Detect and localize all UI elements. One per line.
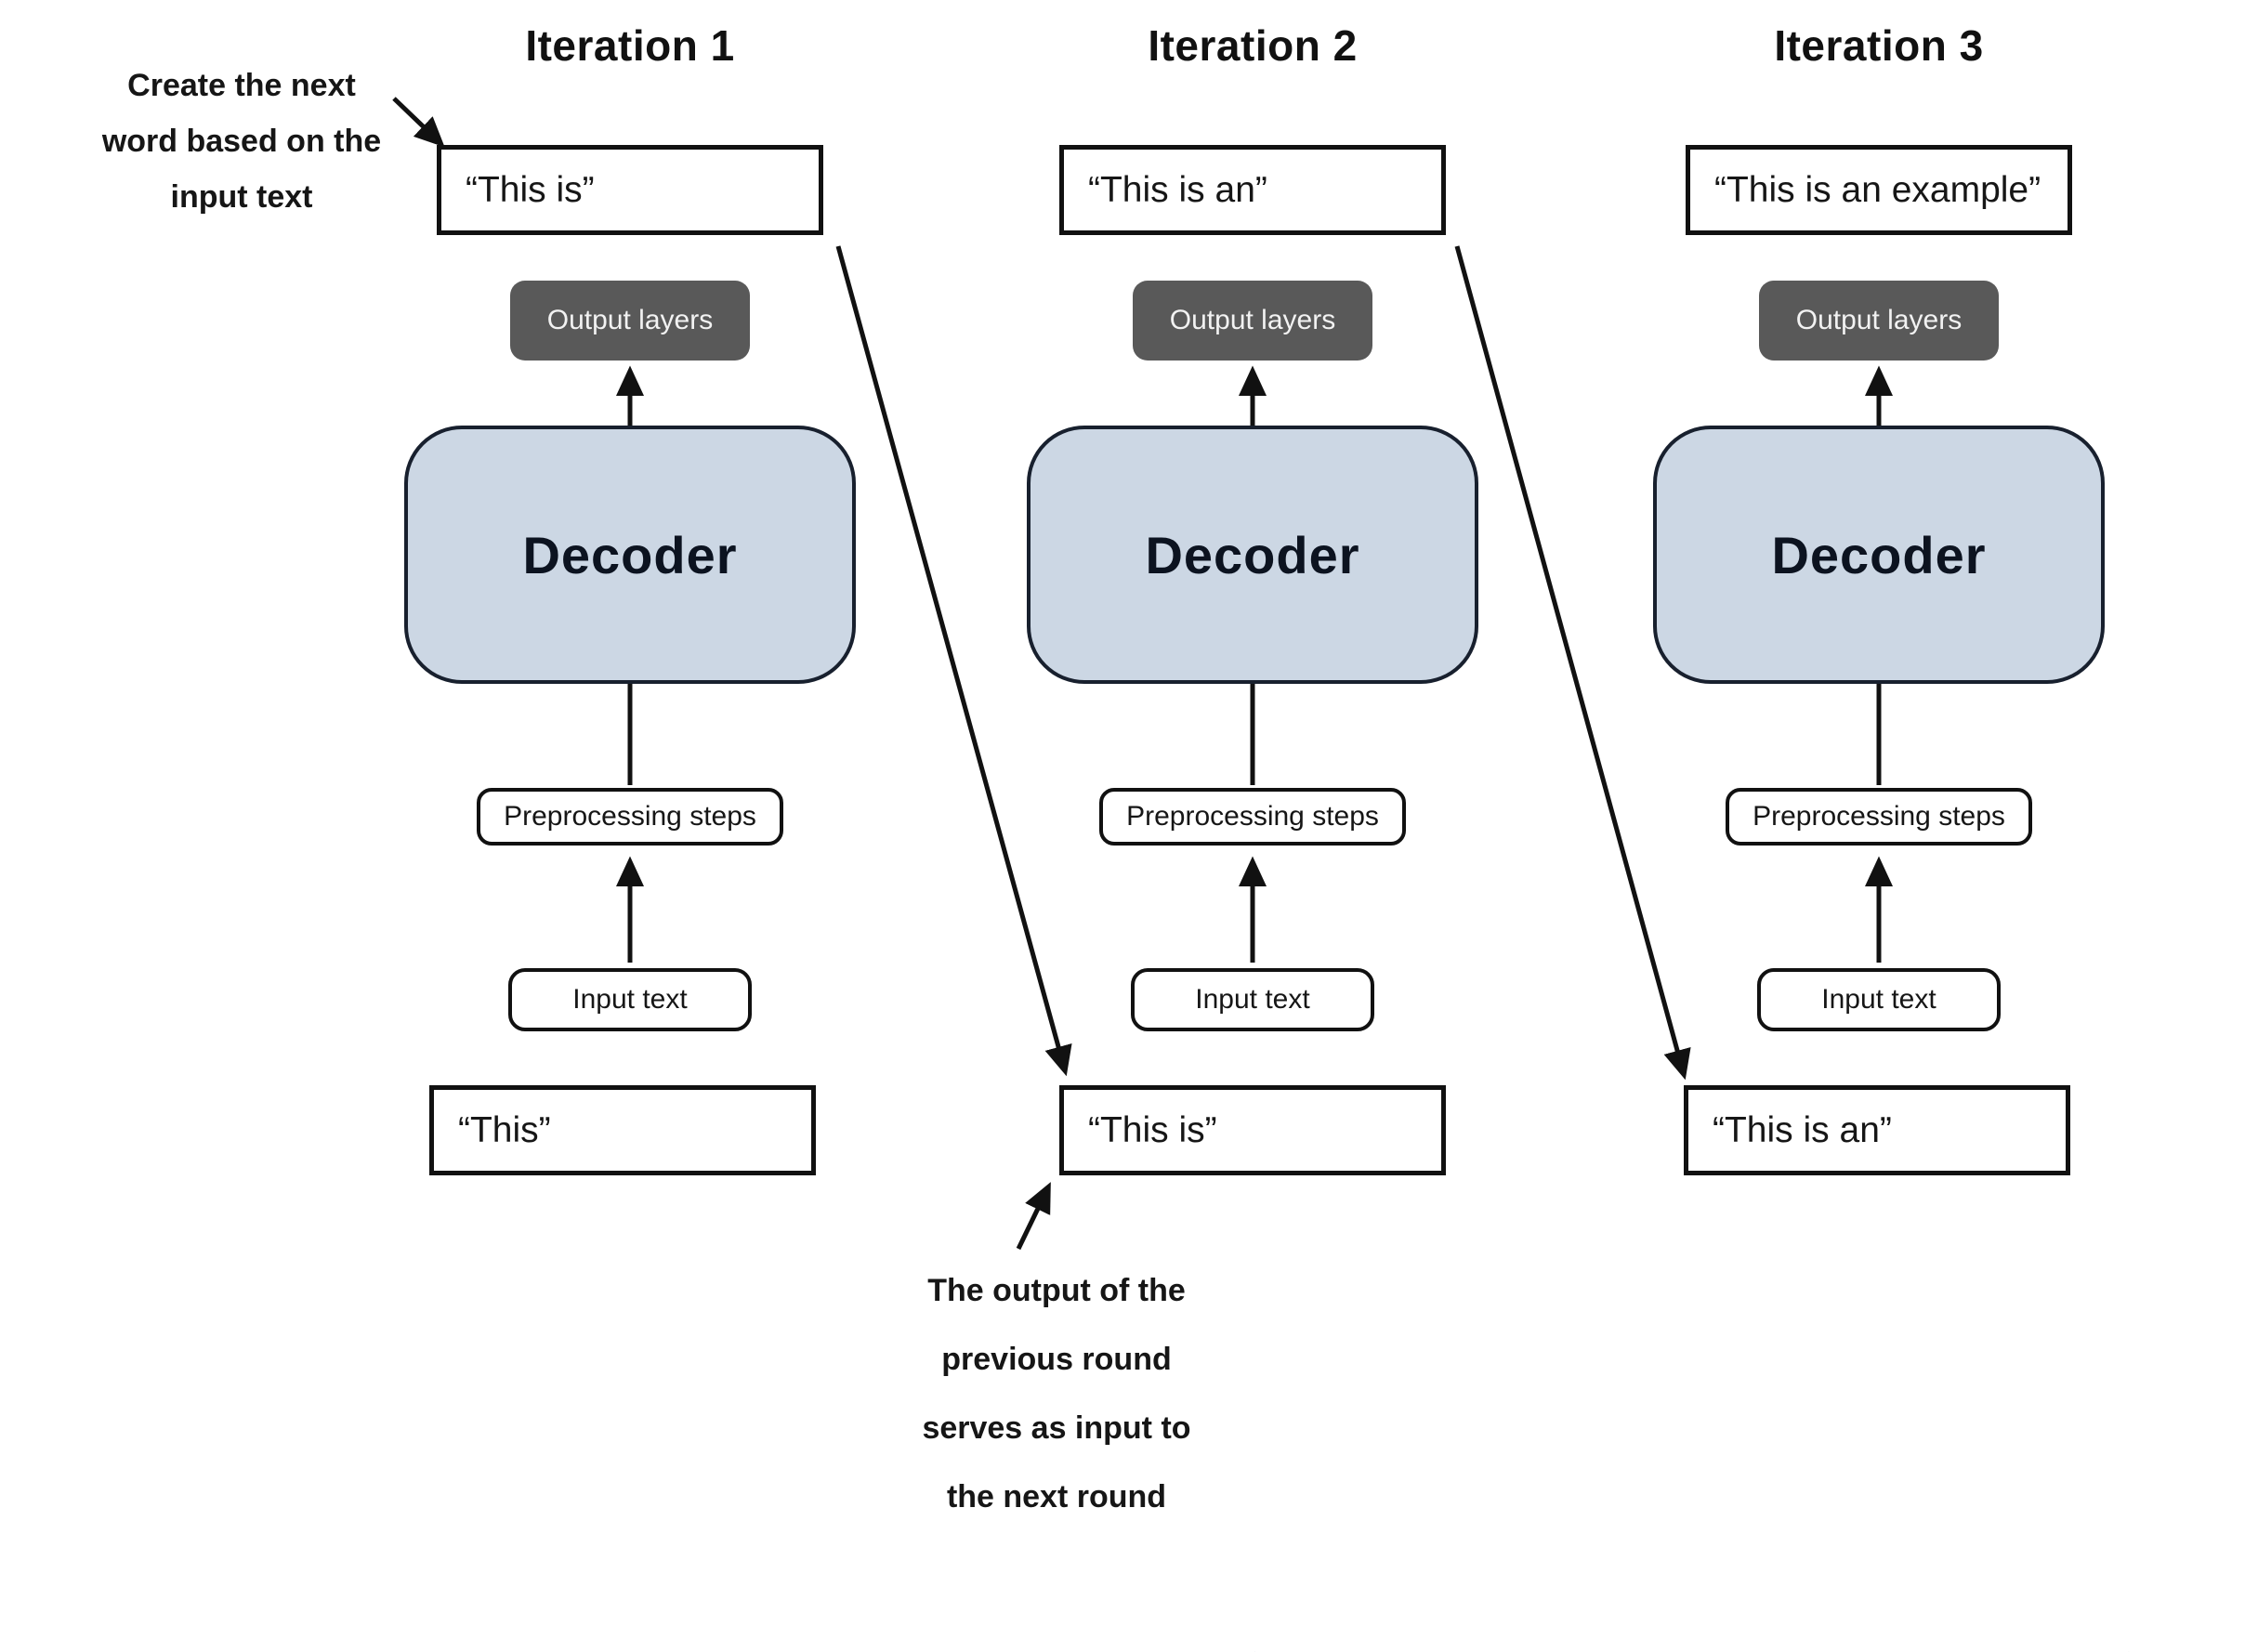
output-text-box: “This is an example”: [1686, 145, 2072, 235]
input-text-box: Input text: [1757, 968, 2001, 1031]
output-text-box: “This is”: [437, 145, 823, 235]
column-title-iteration-2: Iteration 2: [1148, 21, 1358, 70]
preprocessing-steps-label: Preprocessing steps: [1126, 801, 1379, 832]
top-note-line: Create the next: [127, 68, 356, 103]
input-string-box: “This is an”: [1684, 1085, 2070, 1175]
top-note: Create the next word based on the input …: [65, 58, 418, 225]
preprocessing-steps-box: Preprocessing steps: [477, 788, 783, 846]
output-text: “This is an”: [1088, 169, 1267, 210]
input-text-box: Input text: [1131, 968, 1374, 1031]
bottom-note-line: The output of the: [927, 1273, 1186, 1308]
output-text: “This is”: [466, 169, 595, 210]
top-note-line: input text: [170, 179, 313, 215]
bottom-note-pointer-arrow-icon: [1016, 1182, 1051, 1251]
output-text-box: “This is an”: [1059, 145, 1446, 235]
output-layers-box: Output layers: [1133, 281, 1372, 361]
bottom-note: The output of the previous round serves …: [838, 1256, 1275, 1531]
input-string-box: “This”: [429, 1085, 816, 1175]
preprocessing-steps-box: Preprocessing steps: [1099, 788, 1406, 846]
input-text-box: Input text: [508, 968, 752, 1031]
input-text-label: Input text: [1195, 984, 1310, 1015]
figure-caption: 图 1.8 GPT 架构仅采用了原始Transformer架构的解码器部分。它的…: [13, 1535, 2247, 1652]
bottom-note-line: the next round: [946, 1479, 1167, 1514]
input-string: “This is an”: [1713, 1109, 1892, 1150]
input-string: “This is”: [1088, 1109, 1217, 1150]
output-layers-label: Output layers: [546, 305, 714, 335]
column-title-iteration-3: Iteration 3: [1774, 21, 1984, 70]
figure-caption-line-1: 图 1.8 GPT 架构仅采用了原始Transformer架构的解码器部分。它的…: [13, 1646, 2247, 1652]
iteration1-output-to-iteration2-input-arrow-icon: [835, 245, 1072, 1077]
bottom-note-line: serves as input to: [922, 1410, 1191, 1446]
decoder-box: Decoder: [1027, 426, 1478, 684]
input-text-label: Input text: [572, 984, 688, 1015]
decoder-label: Decoder: [522, 525, 738, 584]
decoder-box: Decoder: [1653, 426, 2105, 684]
preprocessing-steps-label: Preprocessing steps: [1753, 801, 2005, 832]
decoder-label: Decoder: [1771, 525, 1987, 584]
output-layers-box: Output layers: [1759, 281, 1999, 361]
column-title-iteration-1: Iteration 1: [525, 21, 735, 70]
decoder-box: Decoder: [404, 426, 856, 684]
preprocessing-steps-label: Preprocessing steps: [504, 801, 756, 832]
input-text-label: Input text: [1821, 984, 1936, 1015]
output-layers-label: Output layers: [1795, 305, 1963, 335]
top-note-line: word based on the: [101, 124, 382, 159]
decoder-label: Decoder: [1145, 525, 1360, 584]
output-layers-label: Output layers: [1169, 305, 1336, 335]
output-layers-box: Output layers: [510, 281, 750, 361]
output-text: “This is an example”: [1714, 169, 2041, 210]
input-string: “This”: [458, 1109, 551, 1150]
iteration2-output-to-iteration3-input-arrow-icon: [1454, 245, 1691, 1081]
input-string-box: “This is”: [1059, 1085, 1446, 1175]
bottom-note-line: previous round: [941, 1342, 1172, 1377]
preprocessing-steps-box: Preprocessing steps: [1726, 788, 2032, 846]
